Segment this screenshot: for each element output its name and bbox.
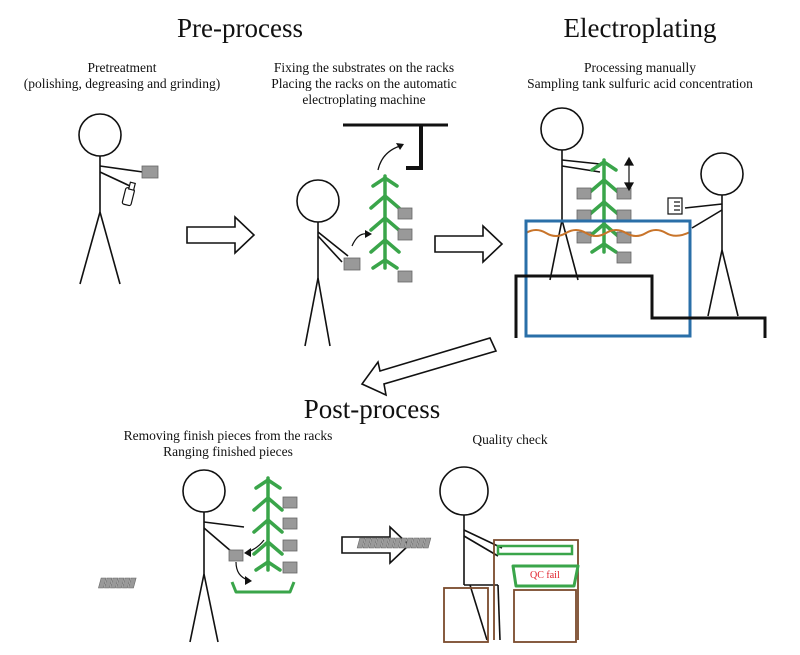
pre-process-title: Pre-process <box>177 13 303 43</box>
post-process-title: Post-process <box>303 394 441 424</box>
plating-line-2: Sampling tank sulfuric acid concentratio… <box>527 76 753 92</box>
arrow-plating-to-postprocess-icon <box>360 337 498 397</box>
arrow-removing-to-quality-icon <box>341 525 411 565</box>
removing-rack-icon <box>252 476 284 572</box>
removing-rack-substrates <box>282 496 298 574</box>
racking-rack-substrate <box>397 207 413 220</box>
quality-line-1: Quality check <box>472 432 548 447</box>
racking-rack-substrate <box>397 270 413 283</box>
pretreatment-worker-figure <box>78 113 144 285</box>
stool-icon <box>443 587 489 643</box>
racking-caption: Fixing the substrates on the racks Placi… <box>271 60 457 109</box>
beaker-icon <box>667 197 683 215</box>
plating-rack-substrates <box>576 187 632 264</box>
removing-worker-figure <box>182 469 245 643</box>
spray-bottle-icon <box>121 181 136 207</box>
sampling-worker-figure <box>684 152 744 317</box>
pretreatment-line-1: Pretreatment <box>87 60 157 75</box>
racking-rack-substrate <box>397 228 413 241</box>
finished-pieces-tray-icon <box>356 537 574 556</box>
removing-tray-icon <box>98 577 296 594</box>
arrow-racking-to-plating-icon <box>434 224 504 264</box>
racking-line-3: electroplating machine <box>302 92 426 108</box>
plating-line-1: Processing manually <box>583 60 697 75</box>
lift-rack-arrowhead-icon <box>396 143 404 150</box>
tank-liquid-surface <box>525 229 691 237</box>
removing-caption: Removing finish pieces from the racks Ra… <box>124 428 333 460</box>
pretreatment-caption: Pretreatment (polishing, degreasing and … <box>24 60 220 92</box>
inspection-table-icon <box>493 539 579 640</box>
removing-line-1: Removing finish pieces from the racks <box>123 428 333 443</box>
machine-platform <box>514 274 767 338</box>
qc-fail-tray-icon <box>511 564 580 588</box>
plating-operator-figure <box>540 107 601 281</box>
racking-substrate-in-hand <box>343 257 361 271</box>
racking-line-2: Placing the racks on the automatic <box>271 76 457 92</box>
automatic-machine-hanger <box>343 123 448 170</box>
vertical-motion-arrow-icon <box>623 156 635 192</box>
electroplating-title: Electroplating <box>563 13 717 43</box>
plating-caption: Processing manually Sampling tank sulfur… <box>527 60 753 92</box>
quality-inspector-figure <box>439 466 503 641</box>
arrow-pretreatment-to-racking-icon <box>186 215 256 255</box>
lift-rack-arrow-icon <box>377 145 401 171</box>
removing-substrate-in-hand <box>228 549 244 562</box>
inspection-table-front <box>513 589 577 643</box>
remove-piece-arrowhead-icon <box>244 548 251 557</box>
quality-caption: Quality check <box>472 432 547 448</box>
pretreatment-line-2: (polishing, degreasing and grinding) <box>23 76 221 92</box>
racking-rack-icon <box>369 174 401 270</box>
qc-fail-label: QC fail <box>530 570 560 581</box>
place-substrate-arrowhead-icon <box>365 230 372 238</box>
plating-rack-icon <box>588 158 620 254</box>
place-in-tray-arrowhead-icon <box>245 576 252 585</box>
removing-line-2: Ranging finished pieces <box>163 444 293 460</box>
plating-tank <box>524 219 692 338</box>
pretreatment-substrate <box>141 165 159 179</box>
racking-worker-figure <box>296 179 349 347</box>
racking-line-1: Fixing the substrates on the racks <box>273 60 455 75</box>
